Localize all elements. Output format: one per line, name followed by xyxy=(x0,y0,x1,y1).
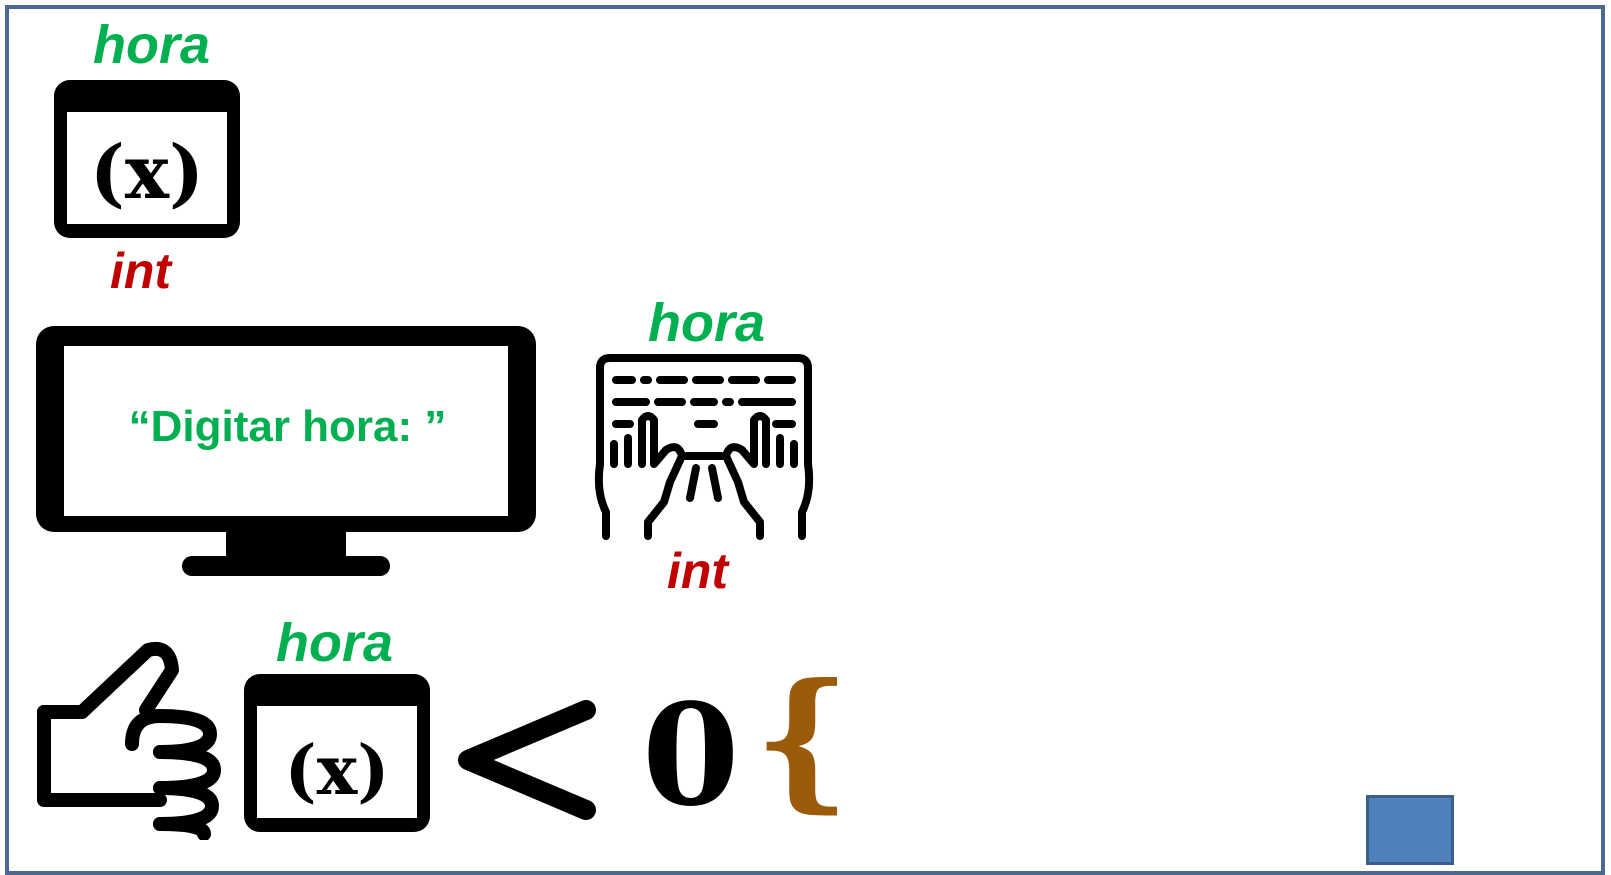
input-var-name: hora xyxy=(648,293,766,353)
input-var-type: int xyxy=(667,543,729,599)
declaration-var-type: int xyxy=(110,243,172,299)
operator-text: < xyxy=(0,0,1,1)
thumbs-up-icon xyxy=(37,642,221,840)
condition-icon-symbol: (x) xyxy=(285,731,390,811)
condition-var-name: hora xyxy=(276,613,394,673)
declaration-var-name: hora xyxy=(93,15,211,75)
less-than-operator xyxy=(458,700,596,820)
comparison-value: 0 xyxy=(642,674,740,838)
code-block-indicator xyxy=(1366,795,1454,865)
condition-variable-icon: (x) xyxy=(244,674,430,832)
open-brace: { xyxy=(754,651,851,827)
declaration-icon-symbol: (x) xyxy=(90,130,204,216)
keyboard-typing-icon xyxy=(594,354,814,540)
screen-message: “Digitar hora: ” xyxy=(128,402,447,451)
variable-icon: (x) xyxy=(54,80,240,238)
monitor-icon xyxy=(36,326,536,576)
